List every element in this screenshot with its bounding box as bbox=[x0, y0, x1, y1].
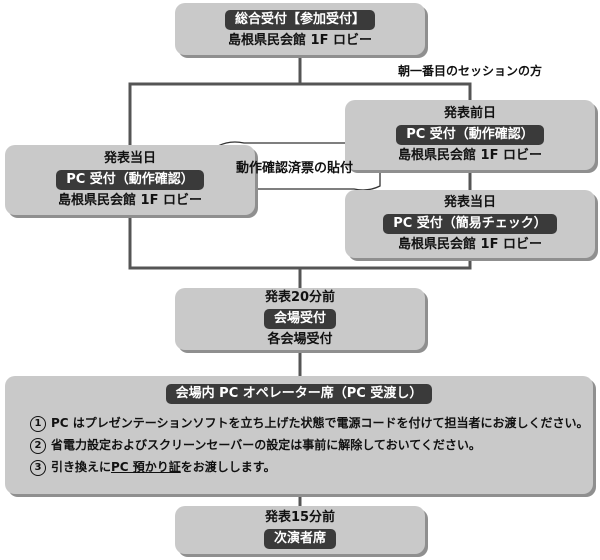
next-speaker-label: 次演者席 bbox=[263, 529, 336, 549]
day-before-box: 発表前日 PC 受付（動作確認） 島根県民会館 1F ロビー bbox=[345, 100, 595, 170]
general-reception-location: 島根県民会館 1F ロビー bbox=[228, 33, 372, 48]
venue-reception-location: 各会場受付 bbox=[267, 332, 333, 347]
operator-label: 会場内 PC オペレーター席（PC 受渡し） bbox=[165, 384, 433, 404]
sticker-label: 動作確認済票の貼付 bbox=[236, 161, 354, 176]
sticker-banner bbox=[217, 141, 381, 191]
day-before-label: PC 受付（動作確認） bbox=[396, 125, 544, 145]
instruction-2-text: 省電力設定およびスクリーンセーバーの設定は事前に解除しておいてください。 bbox=[51, 438, 481, 452]
venue-reception-label: 会場受付 bbox=[263, 309, 336, 329]
same-day-right-label: PC 受付（簡易チェック） bbox=[383, 214, 557, 234]
instruction-3: 3 引き換えにPC 預かり証をお渡しします。 bbox=[30, 458, 276, 476]
general-reception-label: 総合受付【参加受付】 bbox=[224, 10, 375, 30]
next-speaker-box: 発表15分前 次演者席 bbox=[175, 506, 425, 554]
same-day-left-timing: 発表当日 bbox=[103, 151, 156, 166]
operator-box: 会場内 PC オペレーター席（PC 受渡し） bbox=[5, 376, 593, 494]
instruction-3-post: をお渡しします。 bbox=[180, 460, 276, 474]
same-day-left-label: PC 受付（動作確認） bbox=[56, 170, 204, 190]
instruction-1: 1 PC はプレゼンテーションソフトを立ち上げた状態で電源コードを付けて担当者にお… bbox=[30, 414, 589, 432]
same-day-left-box: 発表当日 PC 受付（動作確認） 島根県民会館 1F ロビー bbox=[5, 145, 255, 215]
same-day-left-location: 島根県民会館 1F ロビー bbox=[58, 193, 202, 208]
day-before-location: 島根県民会館 1F ロビー bbox=[398, 148, 542, 163]
day-before-timing: 発表前日 bbox=[443, 106, 496, 121]
instruction-3-number: 3 bbox=[30, 460, 46, 476]
same-day-right-timing: 発表当日 bbox=[443, 195, 496, 210]
instruction-2: 2 省電力設定およびスクリーンセーバーの設定は事前に解除しておいてください。 bbox=[30, 436, 481, 454]
instruction-1-text: PC はプレゼンテーションソフトを立ち上げた状態で電源コードを付けて担当者にお渡… bbox=[51, 416, 589, 430]
instruction-1-number: 1 bbox=[30, 416, 46, 432]
same-day-right-location: 島根県民会館 1F ロビー bbox=[398, 237, 542, 252]
instruction-2-number: 2 bbox=[30, 438, 46, 454]
general-reception-box: 総合受付【参加受付】 島根県民会館 1F ロビー bbox=[175, 3, 425, 55]
instruction-3-underline: PC 預かり証 bbox=[111, 460, 181, 474]
venue-reception-box: 発表20分前 会場受付 各会場受付 bbox=[175, 288, 425, 350]
next-speaker-timing: 発表15分前 bbox=[264, 510, 336, 525]
first-session-note: 朝一番目のセッションの方 bbox=[398, 64, 543, 78]
instruction-3-pre: 引き換えに bbox=[51, 460, 112, 474]
venue-reception-timing: 発表20分前 bbox=[264, 290, 336, 305]
same-day-right-box: 発表当日 PC 受付（簡易チェック） 島根県民会館 1F ロビー bbox=[345, 190, 595, 258]
